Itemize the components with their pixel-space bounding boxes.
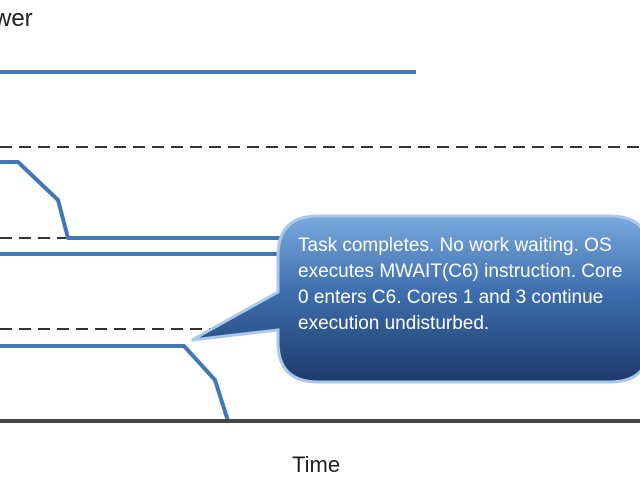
time-axis-label: Time — [292, 452, 341, 477]
power-axis-label: wer — [0, 5, 33, 32]
core-power-line-c6-drop — [0, 160, 640, 240]
callout-bubble — [191, 214, 640, 384]
callout-text: Task completes. No work waiting. OS exec… — [298, 235, 623, 334]
